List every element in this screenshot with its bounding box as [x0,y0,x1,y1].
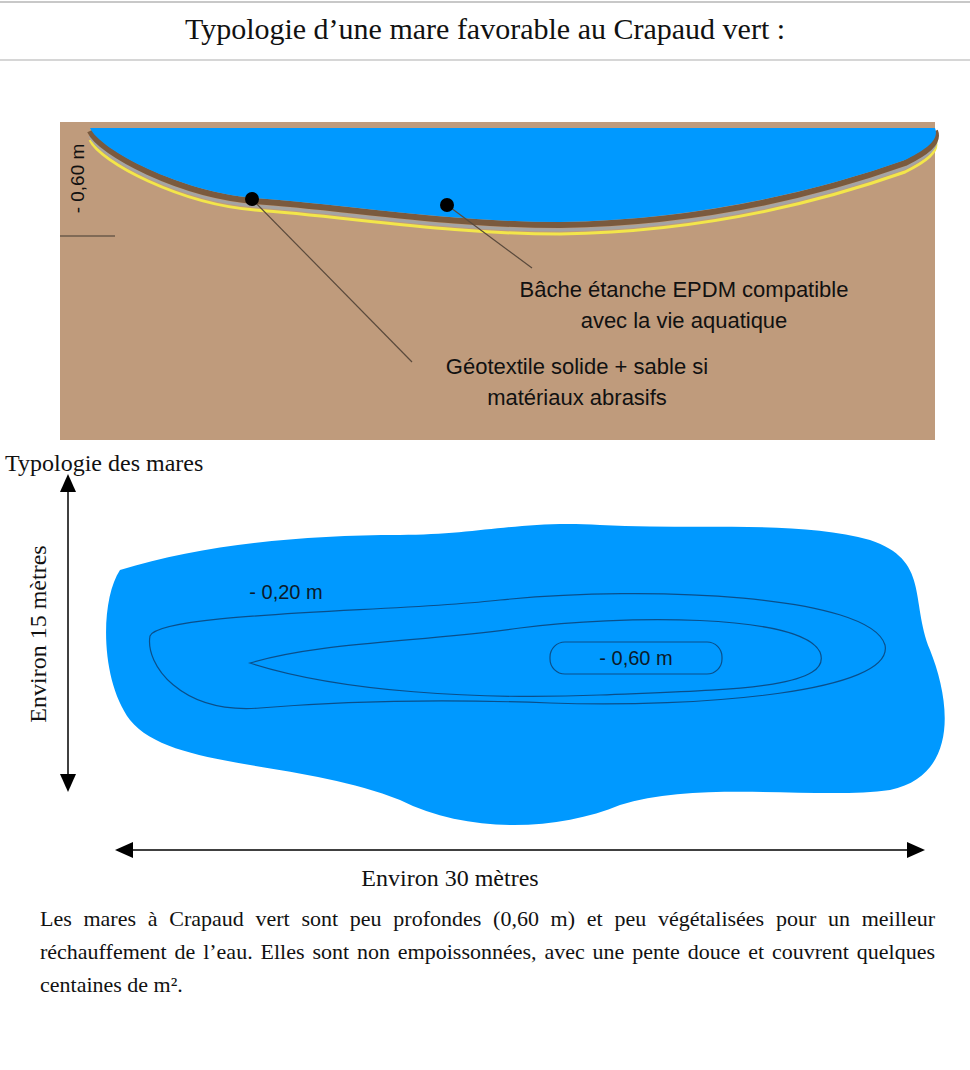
arrowhead [115,842,133,858]
water [90,128,936,222]
frame-line [0,1,970,3]
leader-line [252,199,412,362]
pond-plan [106,524,945,825]
depth-label: - 0,20 m [246,578,325,606]
section-heading: Typologie des mares [5,446,325,480]
contour-line [150,594,886,709]
contour-line [250,620,821,697]
geotextile-label: Géotextile solide + sable si matériaux a… [397,351,757,413]
depth-label: - 0,60 m [596,644,675,672]
soil [60,122,935,440]
arrowhead [907,842,925,858]
dimension-label: Environ 30 mètres [358,861,541,895]
leader-line [447,205,532,268]
arrowhead [60,474,76,492]
leader-dot [245,192,259,206]
contour-line [550,642,722,674]
dimension-line [67,488,69,778]
depth-tick [60,235,115,237]
arrowhead [60,774,76,792]
dimension-line [130,849,910,851]
liner-label: Bâche étanche EPDM compatible avec la vi… [519,274,849,336]
frame-line [0,59,970,61]
depth-label: - 0,60 m [64,143,91,213]
leader-dot [440,198,454,212]
dimension-label: Environ 15 mètres [21,545,55,722]
caption: Les mares à Crapaud vert sont peu profon… [40,902,935,1001]
title: Typologie d’une mare favorable au Crapau… [0,12,970,46]
